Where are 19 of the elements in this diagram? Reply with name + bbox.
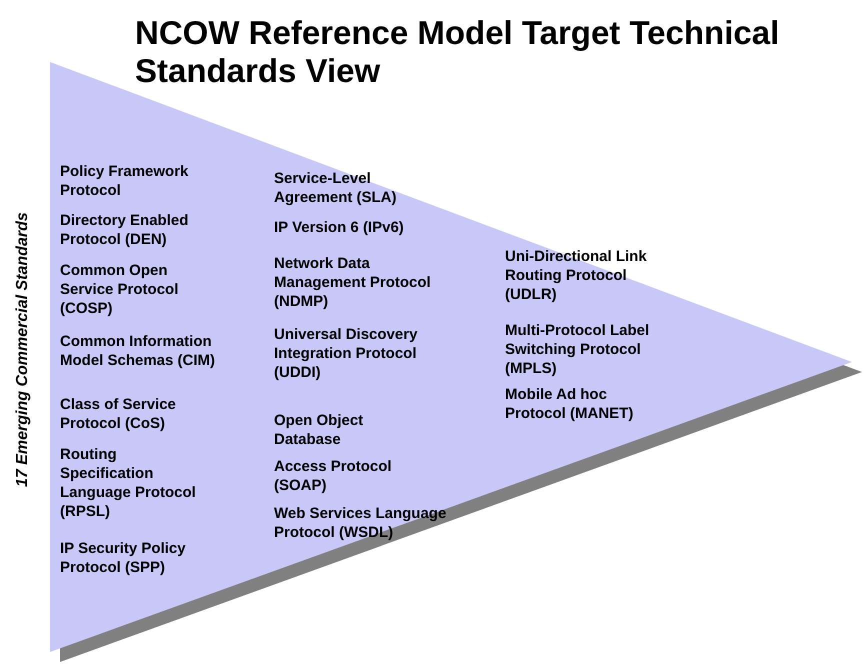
standard-name: Network Data Management Protocol (NDMP)	[274, 254, 432, 311]
standard-name: Common Open Service Protocol (COSP)	[60, 261, 180, 318]
side-label: 17 Emerging Commercial Standards	[14, 212, 32, 490]
standard-name: Universal Discovery Integration Protocol (UDDI)	[274, 325, 418, 382]
standard-name: Access Protocol (SOAP)	[274, 457, 393, 495]
standard-name: Web Services Language Protocol (WSDL)	[274, 504, 448, 542]
standard-name: IP Security Policy Protocol (SPP)	[60, 539, 187, 577]
standard-name: Open Object Database	[274, 411, 364, 449]
standard-name: Policy Framework Protocol	[60, 162, 190, 200]
standard-name: Class of Service Protocol (CoS)	[60, 395, 177, 433]
standard-name: Routing Specification Language Protocol (RPSL)	[60, 445, 197, 521]
standard-name: Mobile Ad hoc Protocol (MANET)	[505, 385, 634, 423]
standard-name: Directory Enabled Protocol (DEN)	[60, 211, 190, 249]
standard-name: Uni-Directional Link Routing Protocol (UDLR)	[505, 247, 648, 304]
standard-name: Common Information Model Schemas (CIM)	[60, 332, 216, 370]
title: NCOW Reference Model Target Technical Standards View	[135, 14, 780, 90]
standard-name: Multi-Protocol Label Switching Protocol (MPLS)	[505, 321, 650, 378]
standard-name: IP Version 6 (IPv6)	[274, 218, 405, 237]
standard-name: Service-Level Agreement (SLA)	[274, 169, 398, 207]
